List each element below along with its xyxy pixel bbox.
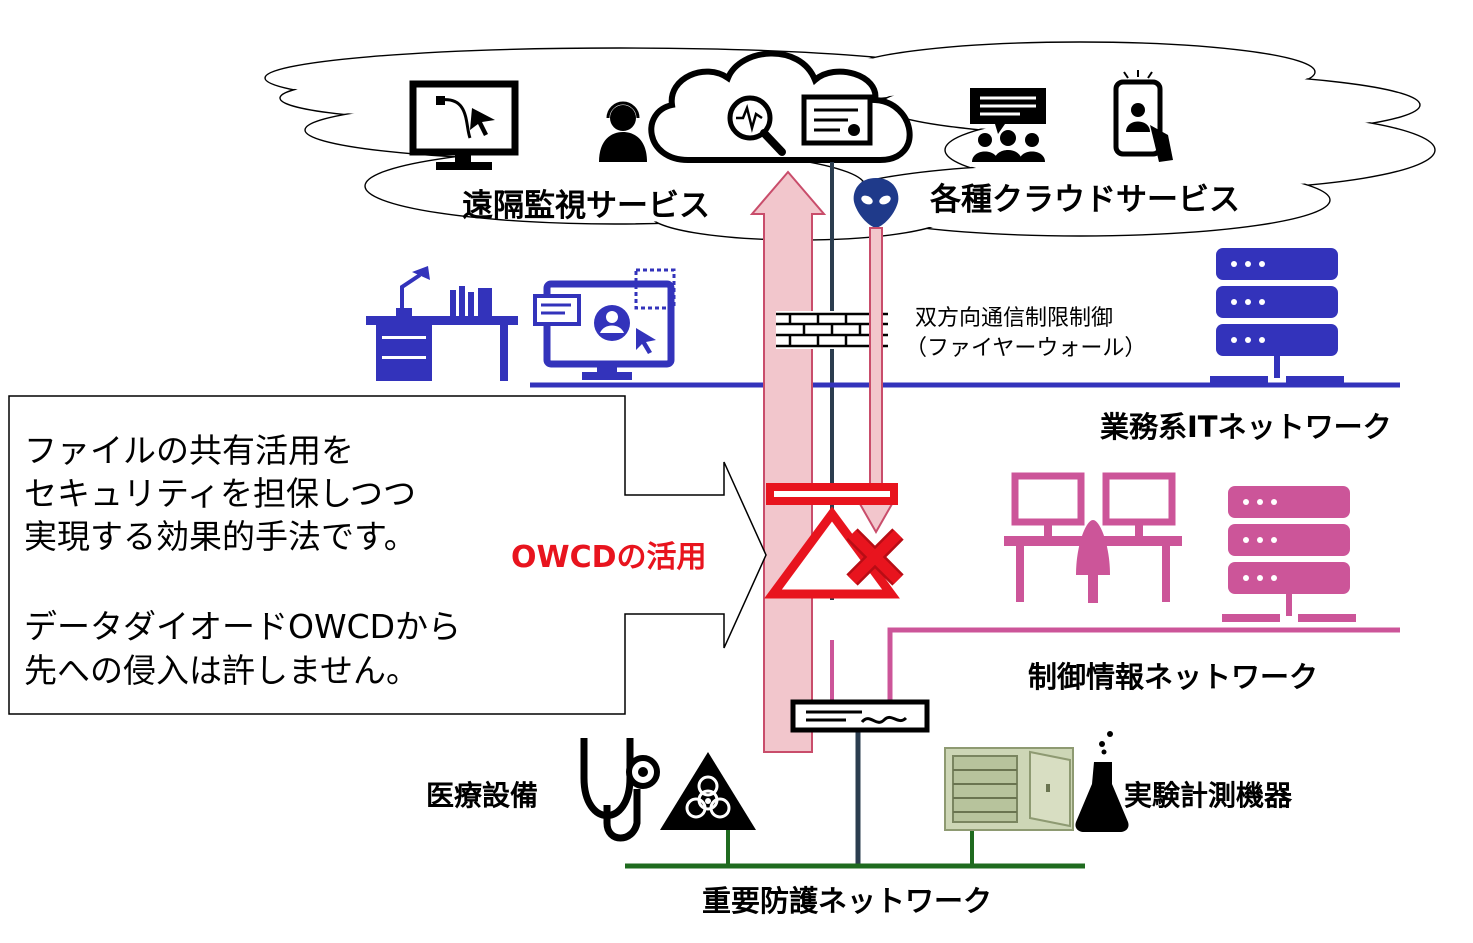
callout-box <box>8 395 767 715</box>
critical-network-label: 重要防護ネットワーク <box>702 884 993 918</box>
biohazard-icon <box>660 752 756 830</box>
callout-line: セキュリティを担保しつつ <box>24 474 417 513</box>
cloud-services-label: 各種クラウドサービス <box>930 182 1240 218</box>
flask-icon <box>1075 731 1129 832</box>
server-rack-icon <box>1210 248 1344 384</box>
monitor-curve-icon <box>409 80 519 170</box>
upload-arrow <box>749 170 827 753</box>
smartphone-user-icon <box>1113 70 1173 162</box>
control-network-label: 制御情報ネットワーク <box>1028 660 1319 694</box>
callout-line: データダイオードOWCDから <box>24 607 462 646</box>
web-monitor-icon <box>533 268 676 380</box>
control-network-line <box>887 627 1400 702</box>
callout-line: ファイルの共有活用を <box>24 431 354 470</box>
stethoscope-icon <box>580 738 660 842</box>
server-rack-icon <box>1222 486 1356 622</box>
certificate-icon <box>801 94 873 146</box>
magnifier-chart-icon <box>727 95 786 156</box>
chat-group-icon <box>970 88 1046 162</box>
lab-instruments-label: 実験計測機器 <box>1124 779 1293 812</box>
control-desk-icon <box>1004 472 1182 603</box>
remote-monitoring-label: 遠隔監視サービス <box>462 188 710 224</box>
gateway-device-icon <box>790 699 930 733</box>
firewall-label-line1: 双方向通信制限制御 <box>915 306 1114 331</box>
alien-attacker-icon <box>853 178 899 228</box>
medical-equipment-label: 医療設備 <box>426 779 539 812</box>
owcd-label: OWCDの活用 <box>511 540 707 575</box>
business-network-label: 業務系ITネットワーク <box>1100 410 1392 444</box>
office-desk-icon <box>366 266 518 381</box>
blocked-x-icon <box>846 528 904 586</box>
callout-line: 実現する効果的手法です。 <box>24 517 417 556</box>
callout-line: 先への侵入は許しません。 <box>24 651 420 690</box>
support-agent-icon <box>599 101 647 162</box>
firewall-label-line2: （ファイヤーウォール） <box>905 336 1147 361</box>
attack-arrow <box>858 227 894 535</box>
lab-cabinet-icon <box>944 747 1074 831</box>
